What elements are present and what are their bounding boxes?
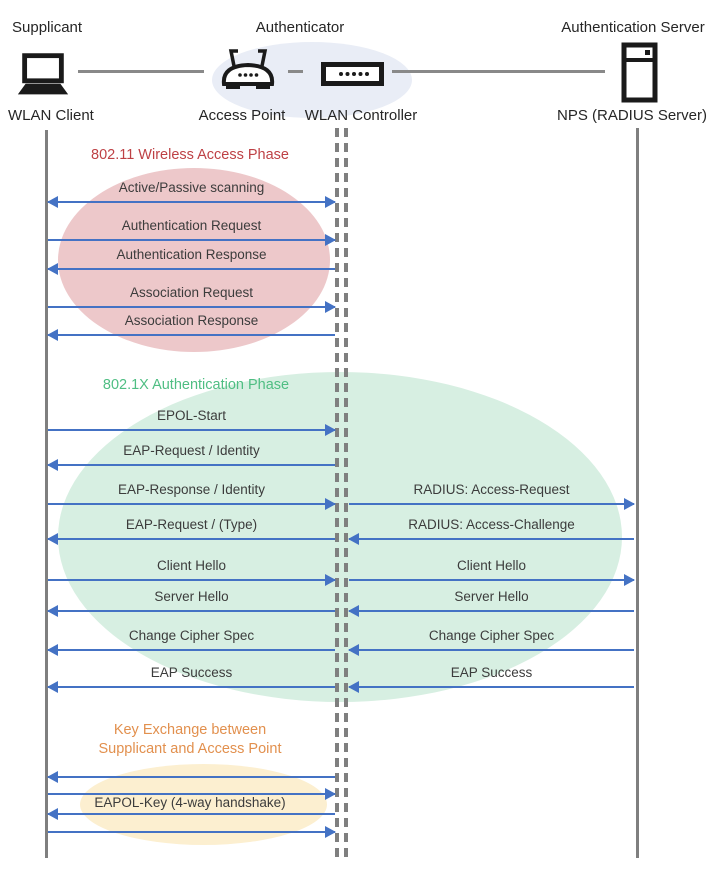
lifeline-authenticator-left (335, 128, 339, 858)
role-supplicant: Supplicant (12, 19, 83, 36)
arrow-left-icon (47, 681, 335, 693)
message-label: Change Cipher Spec (128, 628, 255, 643)
laptop-icon (14, 52, 72, 98)
phase3-title-line2: Supplicant and Access Point (98, 741, 282, 757)
node-access-point: Access Point (198, 107, 286, 124)
node-nps: NPS (RADIUS Server) (556, 107, 708, 124)
lifeline-radius-server (636, 128, 639, 858)
arrow-left-icon (47, 533, 335, 545)
message-label: EPOL-Start (156, 408, 227, 423)
message-label: Active/Passive scanning (118, 180, 265, 195)
node-wlan-client: WLAN Client (8, 107, 94, 124)
message-label: RADIUS: Access-Challenge (408, 517, 575, 532)
message-label: EAP-Request / (Type) (125, 517, 258, 532)
arrow-right-icon (48, 788, 336, 800)
wlan-controller-icon (321, 62, 384, 86)
arrow-right-icon (48, 424, 336, 436)
arrow-left-icon (47, 329, 335, 341)
message-label: Client Hello (456, 558, 527, 573)
phase3-title-line1: Key Exchange between (113, 722, 267, 738)
arrow-left-icon (348, 605, 634, 617)
connector-client-ap (78, 70, 204, 73)
arrow-left-icon (47, 771, 335, 783)
role-authenticator: Authenticator (255, 19, 345, 36)
node-wlan-controller: WLAN Controller (304, 107, 418, 124)
message-label: Server Hello (154, 589, 229, 604)
phase1-ellipse (58, 168, 330, 352)
arrow-right-icon (48, 498, 336, 510)
message-label: EAP-Request / Identity (123, 443, 260, 458)
message-label: EAP Success (150, 665, 233, 680)
phase2-ellipse (58, 372, 622, 702)
message-label: Association Response (124, 313, 259, 328)
arrow-right-icon (48, 234, 336, 246)
arrow-right-icon (349, 574, 635, 586)
message-label: Server Hello (454, 589, 529, 604)
arrow-left-icon (47, 605, 335, 617)
arrow-right-icon (349, 498, 635, 510)
message-label: Change Cipher Spec (428, 628, 555, 643)
arrow-left-icon (348, 681, 634, 693)
message-label: Authentication Request (121, 218, 262, 233)
access-point-icon (218, 48, 278, 90)
arrow-left-icon (47, 459, 335, 471)
connector-controller-server (392, 70, 605, 73)
arrow-left-icon (47, 808, 335, 820)
message-label: EAP Success (450, 665, 533, 680)
server-icon (621, 42, 658, 103)
message-label: Client Hello (156, 558, 227, 573)
message-label: Authentication Response (116, 247, 267, 262)
role-authentication-server: Authentication Server (561, 19, 705, 36)
arrow-right-icon (48, 826, 336, 838)
connector-ap-controller (288, 70, 303, 73)
handshake-label: EAPOL-Key (4-way handshake) (94, 795, 286, 810)
phase1-title: 802.11 Wireless Access Phase (91, 147, 289, 163)
arrow-right-icon (48, 301, 336, 313)
message-label: RADIUS: Access-Request (413, 482, 570, 497)
arrow-left-icon (47, 263, 335, 275)
message-label: Association Request (129, 285, 254, 300)
arrow-left-icon (348, 533, 634, 545)
arrow-left-icon (348, 644, 634, 656)
lifeline-authenticator-right (344, 128, 348, 858)
message-label: EAP-Response / Identity (117, 482, 266, 497)
arrow-right-icon (48, 574, 336, 586)
phase2-title: 802.1X Authentication Phase (102, 377, 290, 393)
lifeline-wlan-client (45, 130, 48, 858)
arrow-left-icon (47, 644, 335, 656)
arrow-both-icon (47, 196, 336, 208)
